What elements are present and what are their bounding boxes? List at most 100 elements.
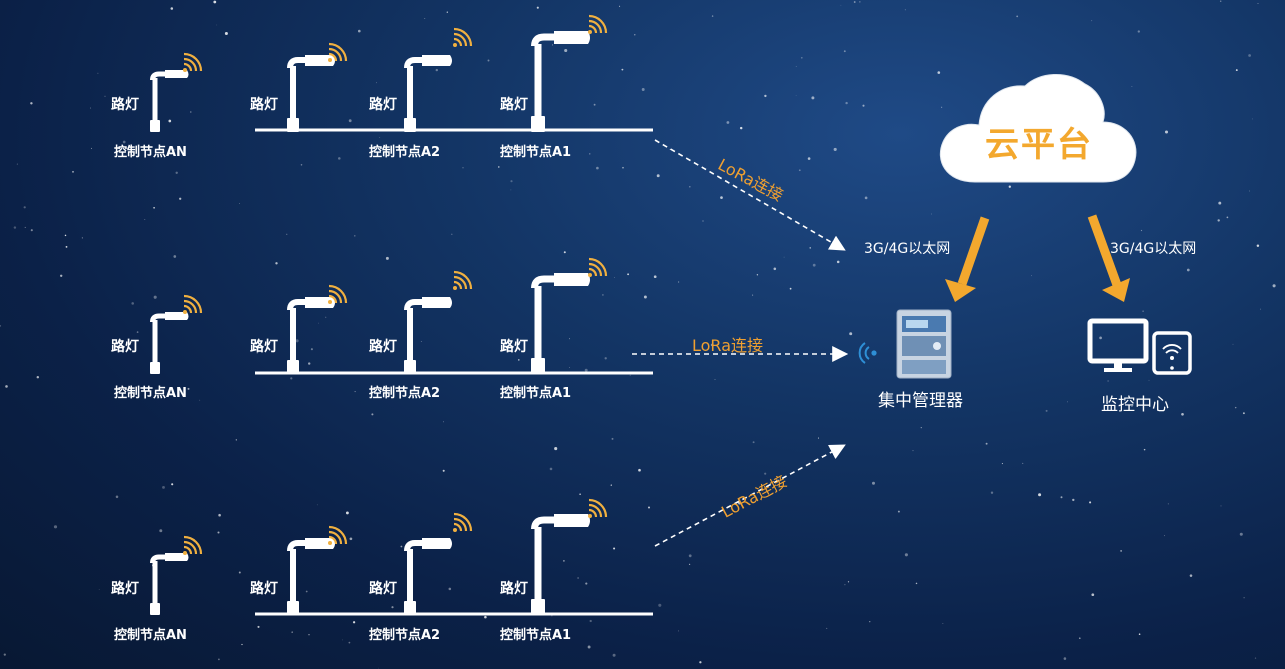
star — [826, 627, 828, 629]
wireless-signal-icon — [451, 27, 473, 49]
control-node-label: 控制节点A1 — [500, 628, 572, 643]
star — [510, 180, 513, 183]
street-lamp-icon — [404, 297, 452, 374]
star — [795, 95, 797, 96]
star — [348, 641, 351, 644]
star — [577, 577, 579, 579]
star — [91, 147, 92, 149]
lamp-label: 路灯 — [111, 581, 139, 597]
star — [613, 547, 616, 550]
star — [1251, 118, 1253, 120]
star — [171, 483, 174, 486]
star — [587, 645, 591, 649]
star — [1030, 275, 1032, 277]
star — [552, 44, 553, 46]
star — [904, 9, 906, 11]
street-lamp-icon — [287, 538, 335, 615]
star — [115, 495, 119, 499]
star — [98, 588, 100, 590]
star — [800, 56, 803, 59]
star — [217, 531, 220, 534]
star — [1038, 493, 1042, 497]
star — [1217, 219, 1220, 222]
star — [325, 316, 327, 318]
star — [257, 625, 260, 628]
star — [1137, 30, 1140, 33]
star — [862, 104, 865, 107]
star — [638, 468, 641, 472]
star — [310, 348, 313, 351]
star — [564, 48, 568, 53]
star — [318, 322, 319, 324]
star — [235, 439, 237, 441]
star — [678, 281, 680, 283]
star — [897, 510, 900, 513]
star — [153, 206, 155, 209]
star — [1249, 190, 1250, 192]
lamp-label: 路灯 — [250, 581, 278, 597]
star — [773, 267, 777, 271]
star — [175, 171, 178, 174]
star — [349, 537, 353, 541]
star — [36, 375, 40, 379]
lamp-label: 路灯 — [500, 581, 528, 597]
star — [65, 245, 68, 248]
star — [604, 357, 607, 360]
star — [1181, 412, 1184, 416]
star — [1120, 550, 1122, 552]
star — [699, 661, 702, 664]
star — [589, 153, 591, 155]
lamp-label: 路灯 — [369, 581, 397, 597]
star — [385, 256, 389, 260]
control-node-label: 控制节点A1 — [500, 386, 572, 401]
star — [536, 6, 539, 9]
star — [610, 484, 612, 486]
street-lamp-icon — [287, 55, 335, 132]
star — [442, 421, 444, 423]
star — [653, 275, 657, 279]
star — [1260, 308, 1262, 310]
star — [1140, 229, 1143, 232]
lamp-label: 路灯 — [500, 97, 528, 113]
star — [739, 126, 743, 130]
star — [634, 34, 636, 36]
star — [286, 233, 288, 235]
star — [872, 481, 875, 485]
star — [817, 437, 820, 439]
star — [5, 385, 8, 388]
star — [1257, 2, 1259, 4]
star — [1001, 463, 1003, 465]
star — [647, 506, 651, 509]
star — [72, 170, 74, 173]
star — [678, 630, 680, 632]
wireless-signal-icon — [326, 42, 348, 64]
star — [308, 362, 311, 365]
star — [579, 493, 581, 496]
star — [131, 302, 134, 305]
concentrator-device-icon — [896, 309, 952, 379]
star — [1234, 406, 1237, 409]
star — [1022, 462, 1024, 464]
star — [1164, 535, 1165, 537]
star — [1243, 597, 1245, 599]
wireless-signal-icon — [181, 52, 203, 74]
star — [295, 339, 299, 343]
lamp-row-2 — [150, 257, 653, 374]
lamp-row-1 — [150, 14, 653, 132]
star — [162, 485, 165, 489]
star — [1091, 593, 1095, 597]
star — [720, 196, 723, 199]
wireless-signal-icon — [586, 498, 608, 520]
star — [216, 24, 218, 26]
star — [199, 399, 201, 401]
star — [64, 234, 67, 237]
star — [711, 15, 714, 17]
star — [446, 11, 448, 13]
star — [569, 367, 570, 368]
star — [305, 590, 308, 593]
star — [795, 66, 797, 67]
star — [1131, 406, 1133, 407]
star — [941, 106, 943, 108]
star — [275, 262, 278, 265]
wireless-signal-icon — [181, 294, 203, 316]
